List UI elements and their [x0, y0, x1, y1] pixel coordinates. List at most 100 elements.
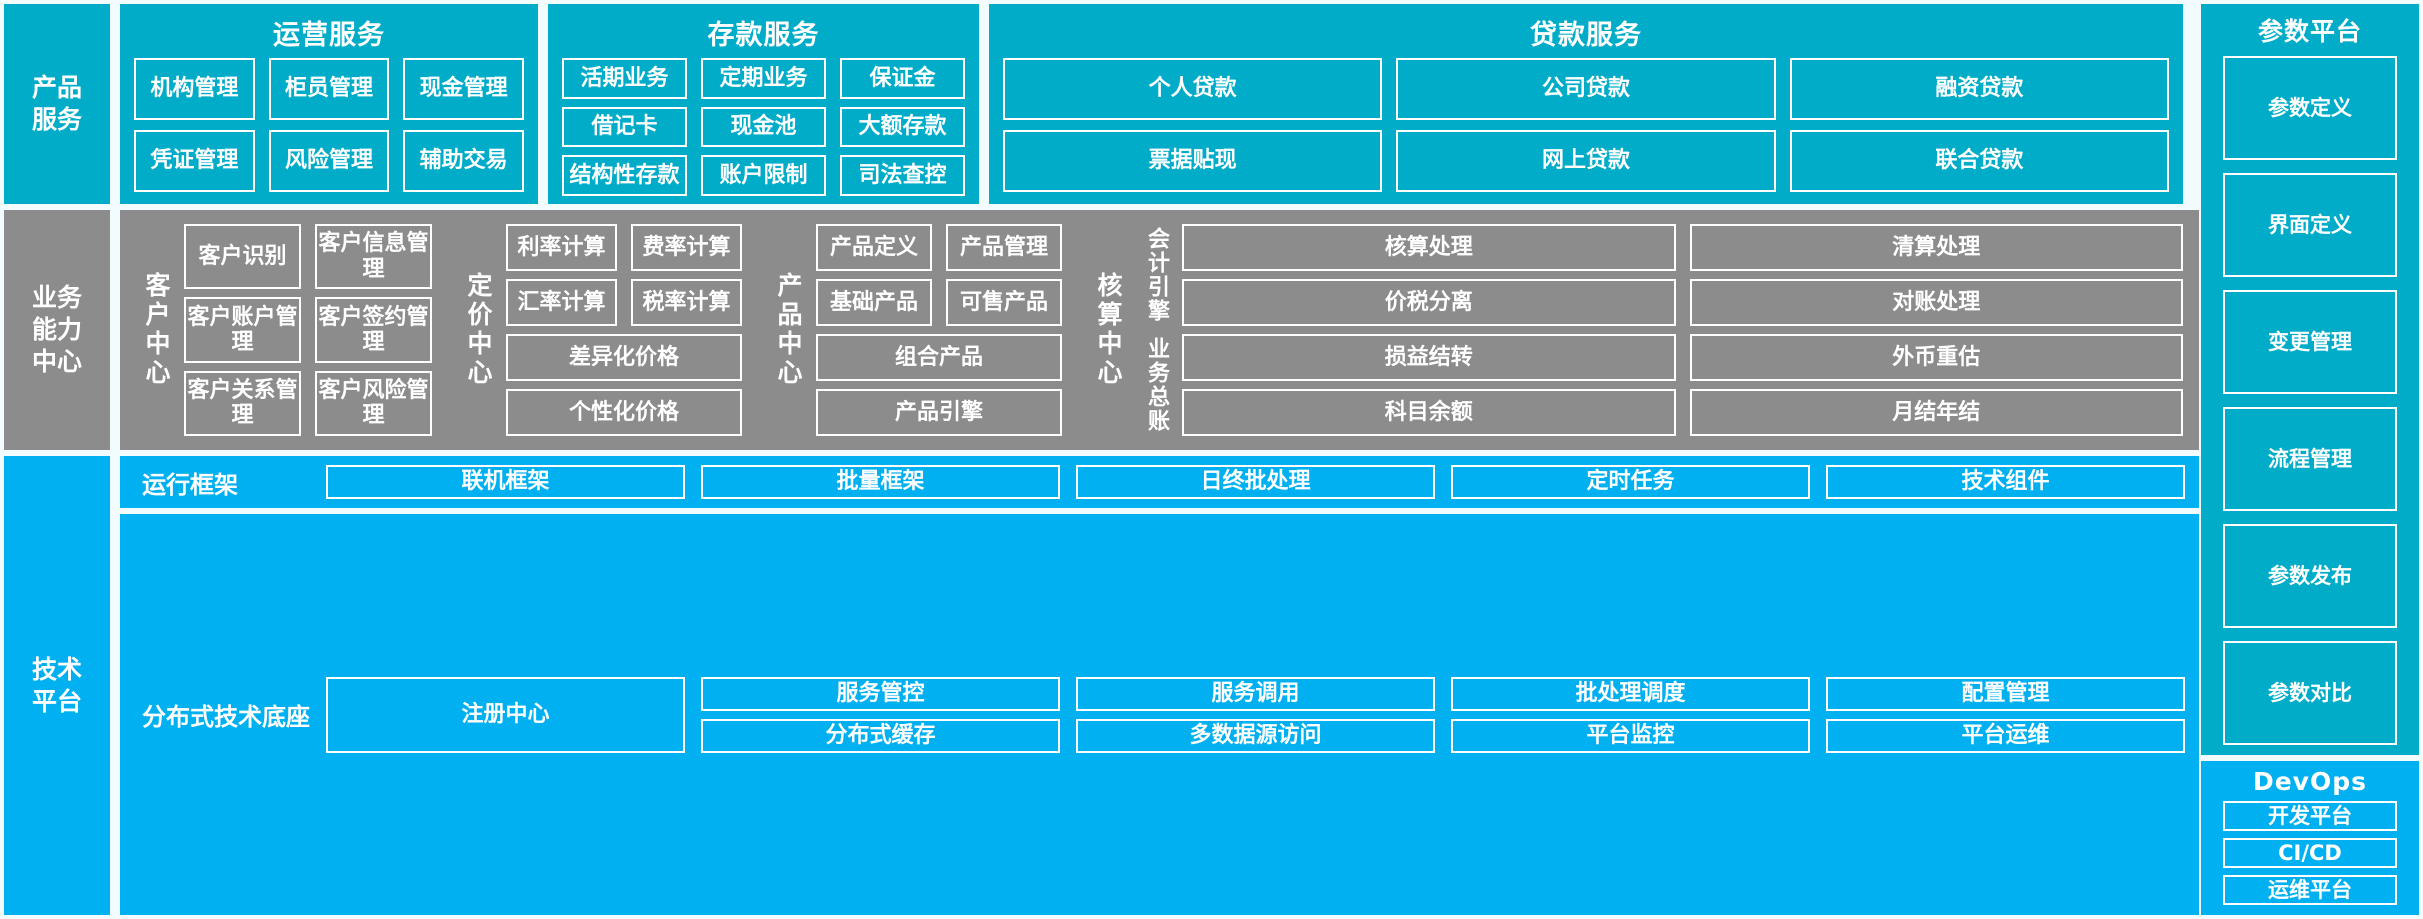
capability-cell[interactable]: 产品引擎	[816, 389, 1062, 436]
panel-loan-title: 贷款服务	[1530, 20, 1642, 51]
center-product: 产品中心 产品定义 产品管理 基础产品 可售产品 组合产品 产品引擎	[760, 218, 1070, 442]
service-cell[interactable]: 定期业务	[701, 58, 826, 99]
panel-parameter-platform: 参数平台 参数定义 界面定义 变更管理 流程管理 参数发布 参数对比	[2201, 4, 2419, 755]
devops-cell[interactable]: 运维平台	[2223, 875, 2397, 905]
service-cell[interactable]: 现金池	[701, 106, 826, 148]
capability-cell[interactable]: 客户风险管理	[315, 370, 432, 436]
devops-items: 开发平台 CI/CD 运维平台	[2223, 801, 2397, 905]
capability-cell[interactable]: 客户关系管理	[184, 370, 301, 436]
service-cell[interactable]: 司法查控	[840, 155, 965, 197]
capability-cell[interactable]: 产品管理	[946, 224, 1062, 271]
parameter-cell[interactable]: 界面定义	[2223, 173, 2397, 277]
capability-centers-container: 客户中心 客户识别 客户信息管理 客户账户管理 客户签约管理 客户关系管理 客户…	[120, 210, 2199, 450]
devops-cell[interactable]: 开发平台	[2223, 801, 2397, 831]
technical-platform-side-label: 技术 平台	[4, 456, 110, 915]
capability-cell[interactable]: 利率计算	[506, 224, 617, 271]
capability-cell[interactable]: 客户账户管理	[184, 297, 301, 363]
tech-cell[interactable]: 日终批处理	[1076, 465, 1435, 499]
service-cell[interactable]: 联合贷款	[1789, 130, 2169, 192]
service-cell[interactable]: 保证金	[840, 58, 965, 99]
tech-cell[interactable]: 定时任务	[1451, 465, 1810, 499]
service-cell[interactable]: 票据贴现	[1003, 130, 1383, 192]
tech-cell[interactable]: 批处理调度	[1451, 676, 1810, 711]
service-cell[interactable]: 借记卡	[562, 106, 687, 148]
capability-cell[interactable]: 汇率计算	[506, 279, 617, 326]
capability-cell[interactable]: 费率计算	[631, 224, 742, 271]
tech-cell[interactable]: 技术组件	[1826, 465, 2185, 499]
capability-cell[interactable]: 价税分离	[1182, 279, 1676, 326]
parameter-cell[interactable]: 参数对比	[2223, 641, 2397, 745]
center-customer: 客户中心 客户识别 客户信息管理 客户账户管理 客户签约管理 客户关系管理 客户…	[128, 218, 440, 442]
business-capability-row: 业务 能力 中心 客户中心 客户识别 客户信息管理 客户账户管理 客户签约管理 …	[4, 210, 2199, 450]
devops-cell[interactable]: CI/CD	[2223, 838, 2397, 868]
service-cell[interactable]: 公司贷款	[1396, 58, 1776, 120]
center-row: 客户关系管理 客户风险管理	[184, 370, 432, 436]
service-cell[interactable]: 账户限制	[701, 155, 826, 197]
service-cell[interactable]: 个人贷款	[1003, 58, 1383, 120]
tech-cell[interactable]: 配置管理	[1826, 676, 2185, 711]
capability-cell[interactable]: 科目余额	[1182, 389, 1676, 436]
service-cell[interactable]: 大额存款	[840, 106, 965, 148]
parameter-cell[interactable]: 流程管理	[2223, 407, 2397, 511]
capability-cell[interactable]: 清算处理	[1689, 224, 2183, 271]
service-cell[interactable]: 网上贷款	[1396, 130, 1776, 192]
strip-runtime-items: 联机框架 批量框架 日终批处理 定时任务 技术组件	[326, 465, 2185, 499]
strip-runtime-label: 运行框架	[142, 470, 238, 499]
center-pricing-content: 利率计算 费率计算 汇率计算 税率计算 差异化价格 个性化价格	[506, 224, 742, 436]
service-cell[interactable]: 风险管理	[268, 130, 390, 192]
panel-deposit-line: 借记卡 现金池 大额存款	[562, 106, 965, 148]
parameter-cell[interactable]: 参数发布	[2223, 524, 2397, 628]
panel-loan-services: 贷款服务 个人贷款 公司贷款 融资贷款 票据贴现 网上贷款 联合贷款	[989, 4, 2183, 204]
service-cell[interactable]: 结构性存款	[562, 155, 687, 197]
service-cell[interactable]: 柜员管理	[268, 58, 390, 120]
tech-cell[interactable]: 分布式缓存	[701, 718, 1060, 753]
capability-cell[interactable]: 核算处理	[1182, 224, 1676, 271]
capability-cell[interactable]: 客户签约管理	[315, 297, 432, 363]
tech-cell[interactable]: 联机框架	[326, 465, 685, 499]
product-services-row: 产品 服务 运营服务 机构管理 柜员管理 现金管理 凭证管理 风险管理 辅助交易…	[4, 4, 2199, 204]
parameter-cell[interactable]: 参数定义	[2223, 56, 2397, 160]
tech-cell[interactable]: 批量框架	[701, 465, 1060, 499]
capability-cell[interactable]: 外币重估	[1689, 334, 2183, 381]
capability-cell[interactable]: 客户信息管理	[315, 224, 432, 290]
panel-deposit-grid: 活期业务 定期业务 保证金 借记卡 现金池 大额存款 结构性存款 账户限制 司法…	[548, 58, 979, 204]
tech-cell[interactable]: 平台运维	[1826, 718, 2185, 753]
capability-cell[interactable]: 月结年结	[1689, 389, 2183, 436]
capability-cell[interactable]: 税率计算	[631, 279, 742, 326]
center-row: 价税分离 对账处理	[1182, 279, 2183, 326]
parameter-platform-items: 参数定义 界面定义 变更管理 流程管理 参数发布 参数对比	[2223, 56, 2397, 745]
service-cell[interactable]: 辅助交易	[403, 130, 525, 192]
panel-operation-line: 凭证管理 风险管理 辅助交易	[134, 130, 525, 192]
center-row: 利率计算 费率计算	[506, 224, 742, 271]
capability-cell[interactable]: 差异化价格	[506, 334, 742, 381]
capability-cell[interactable]: 客户识别	[184, 224, 301, 290]
parameter-cell[interactable]: 变更管理	[2223, 290, 2397, 394]
panel-loan-line: 个人贷款 公司贷款 融资贷款	[1003, 58, 2169, 120]
panel-operation-line: 机构管理 柜员管理 现金管理	[134, 58, 525, 120]
capability-cell[interactable]: 基础产品	[816, 279, 932, 326]
tech-col: 服务管控 分布式缓存	[701, 676, 1060, 753]
capability-cell[interactable]: 可售产品	[946, 279, 1062, 326]
tech-cell[interactable]: 服务管控	[701, 676, 1060, 711]
capability-cell[interactable]: 组合产品	[816, 334, 1062, 381]
capability-cell[interactable]: 对账处理	[1689, 279, 2183, 326]
panel-operation-services: 运营服务 机构管理 柜员管理 现金管理 凭证管理 风险管理 辅助交易	[120, 4, 538, 204]
tech-cell-registry[interactable]: 注册中心	[326, 676, 685, 753]
tech-cell[interactable]: 平台监控	[1451, 718, 1810, 753]
tech-cell[interactable]: 多数据源访问	[1076, 718, 1435, 753]
capability-cell[interactable]: 产品定义	[816, 224, 932, 271]
service-cell[interactable]: 现金管理	[403, 58, 525, 120]
center-customer-content: 客户识别 客户信息管理 客户账户管理 客户签约管理 客户关系管理 客户风险管理	[184, 224, 432, 436]
capability-cell[interactable]: 损益结转	[1182, 334, 1676, 381]
service-cell[interactable]: 融资贷款	[1789, 58, 2169, 120]
sublabel-business-ledger: 业务总账	[1144, 337, 1169, 433]
service-cell[interactable]: 活期业务	[562, 58, 687, 99]
right-rail: 参数平台 参数定义 界面定义 变更管理 流程管理 参数发布 参数对比 DevOp…	[2201, 4, 2419, 915]
tech-cell[interactable]: 服务调用	[1076, 676, 1435, 711]
capability-cell[interactable]: 个性化价格	[506, 389, 742, 436]
center-row: 客户识别 客户信息管理	[184, 224, 432, 290]
service-cell[interactable]: 凭证管理	[134, 130, 255, 192]
service-cell[interactable]: 机构管理	[134, 58, 255, 120]
tech-col-registry: 注册中心	[326, 676, 685, 753]
